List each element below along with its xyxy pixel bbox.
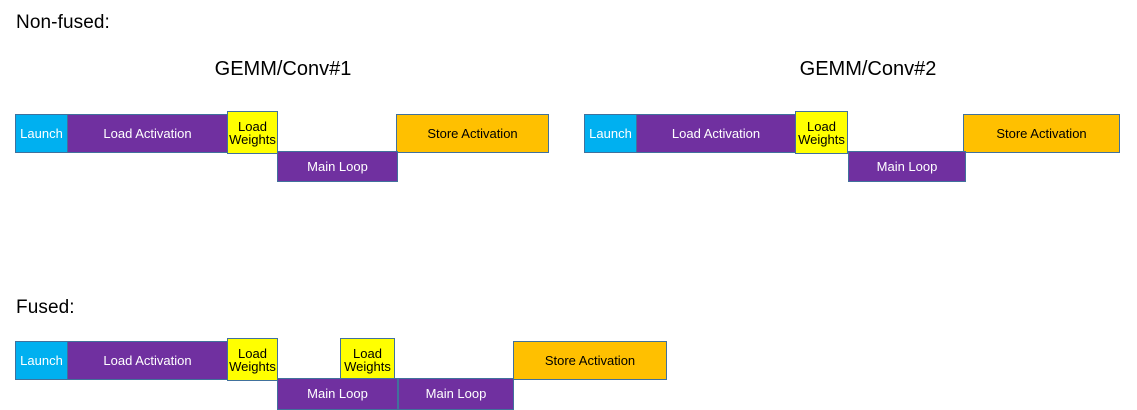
bar-store-activation-conv1[interactable]: Store Activation (396, 114, 549, 153)
bar-label: Store Activation (996, 125, 1087, 141)
bar-label: Main Loop (876, 158, 938, 174)
bar-load-activation-conv1[interactable]: Load Activation (67, 114, 228, 153)
bar-load-activation-fused[interactable]: Load Activation (67, 341, 228, 380)
bar-main-loop-1-fused[interactable]: Main Loop (277, 378, 398, 410)
bar-label: Store Activation (427, 125, 518, 141)
bar-load-weights-2-fused[interactable]: Load Weights (340, 338, 395, 381)
bar-label: Store Activation (544, 352, 636, 368)
bar-label: Load Weights (229, 345, 276, 374)
bar-load-activation-conv2[interactable]: Load Activation (636, 114, 796, 153)
bar-label: Launch (20, 352, 63, 368)
bar-main-loop-conv1[interactable]: Main Loop (277, 151, 398, 182)
bar-label: Load Weights (798, 118, 845, 147)
bar-label: Launch (20, 125, 63, 141)
bar-launch-fused[interactable]: Launch (15, 341, 68, 380)
bar-launch-conv2[interactable]: Launch (584, 114, 637, 153)
bar-launch-conv1[interactable]: Launch (15, 114, 68, 153)
bar-label: Main Loop (307, 158, 368, 174)
section-label-fused: Fused: (16, 297, 75, 318)
bar-label: Load Activation (103, 352, 192, 368)
group-title-gemm-conv-1: GEMM/Conv#1 (214, 58, 352, 80)
section-label-non-fused: Non-fused: (16, 12, 110, 33)
bar-label: Load Weights (344, 345, 391, 374)
bar-label: Load Activation (103, 125, 192, 141)
bar-label: Main Loop (307, 386, 368, 402)
group-title-gemm-conv-2: GEMM/Conv#2 (799, 58, 937, 80)
bar-label: Main Loop (425, 386, 487, 402)
bar-main-loop-2-fused[interactable]: Main Loop (398, 378, 514, 410)
bar-load-weights-conv2[interactable]: Load Weights (795, 111, 848, 154)
bar-label: Launch (589, 125, 632, 141)
bar-main-loop-conv2[interactable]: Main Loop (848, 151, 966, 182)
bar-store-activation-conv2[interactable]: Store Activation (963, 114, 1120, 153)
bar-label: Load Activation (671, 125, 761, 141)
bar-load-weights-conv1[interactable]: Load Weights (227, 111, 278, 154)
bar-store-activation-fused[interactable]: Store Activation (513, 341, 667, 380)
bar-label: Load Weights (229, 118, 276, 147)
bar-load-weights-1-fused[interactable]: Load Weights (227, 338, 278, 381)
